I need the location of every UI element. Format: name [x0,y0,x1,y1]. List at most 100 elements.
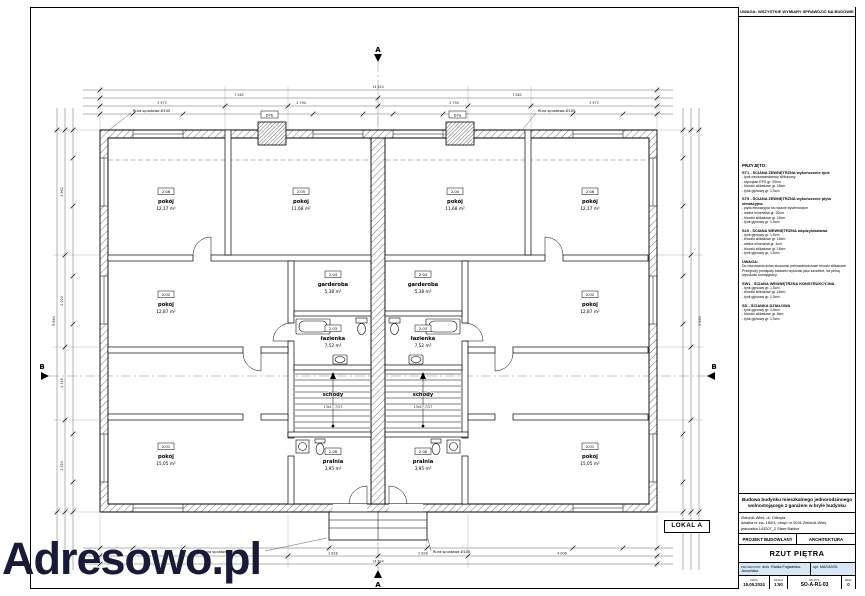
dim-value: 3 962 [60,187,64,196]
svg-text:12,87 m²: 12,87 m² [580,309,600,315]
legend-title: PRZYJĘTO: [742,163,767,168]
svg-text:15,05 m²: 15,05 m² [156,461,176,467]
axis-markers: A A B B [39,46,716,589]
svg-text:pokój: pokój [582,301,598,308]
svg-text:2.06: 2.06 [162,189,171,194]
svg-text:pokój: pokój [447,198,463,205]
tag-d7b: D7b [266,113,274,118]
stairs-note-left: 13x17,7/27 [324,405,343,409]
svg-text:2.08: 2.08 [419,449,428,454]
right-panel: UWAGA: WSZYSTKIE WYMIARY SPRAWDZIĆ NA BU… [738,7,855,589]
svg-text:pokój: pokój [158,453,174,460]
interior-walls [107,129,649,505]
legend-item: UWAGA:Do murowania ścian stosować pełnow… [742,258,847,278]
axis-b-left-icon [41,372,49,380]
svg-text:garderoba: garderoba [408,282,439,288]
axis-b-right-icon [707,372,715,380]
svg-text:pokój: pokój [158,198,174,205]
svg-text:15,05 m²: 15,05 m² [580,461,600,467]
axis-a-top-icon [374,54,382,62]
project-title: Budowa budynku mieszkalnego jednorodzinn… [739,494,855,514]
chimney-left [257,121,287,146]
project-location: Zielonki-Wieś, ul. Odkryta działka nr ew… [739,513,855,534]
svg-text:2.05: 2.05 [297,189,306,194]
bathroom-fixtures [295,317,461,455]
sheet-frame [30,7,856,589]
axis-a-top-label: A [375,46,381,54]
chimney-right [445,121,475,146]
branch-label: ARCHITEKTURA [808,536,844,542]
stage-label: PROJEKT BUDOWLANY [739,534,797,544]
drawing-number-cell: NR RYS.SO-A-R1-03 [788,576,842,589]
svg-text:2.05: 2.05 [451,189,460,194]
svg-text:11,68 m²: 11,68 m² [445,206,465,212]
dim-value: 2 790 [296,101,305,105]
stairs-left [295,372,370,429]
room-label: schody [412,391,434,398]
svg-text:pralnia: pralnia [413,459,434,465]
svg-text:2.02: 2.02 [162,292,171,297]
svg-text:2.01: 2.01 [162,444,171,449]
svg-text:pokój: pokój [293,198,309,205]
legend-item: ST1 - ŚCIANA ZEWNĘTRZNA wykończenie tynk… [742,170,830,193]
doors [192,236,564,505]
dim-value: 3 975 [589,101,598,105]
svg-text:2.03: 2.03 [419,326,428,331]
dim-value: 14 524 [372,85,384,89]
downspout-label: Rura spustowa Ø100 [538,108,576,113]
svg-text:5,38 m²: 5,38 m² [325,289,342,295]
revision-cell: REW.0 [844,577,853,587]
svg-text:3,95 m²: 3,95 m² [415,466,432,472]
svg-text:2.08: 2.08 [329,449,338,454]
stairs-note-right: 13x17,7/27 [414,405,433,409]
legend-item: SD - ŚCIANKA DZIAŁOWA- tynk gipsowy gr. … [742,302,791,321]
dim-value: 3 975 [157,101,166,105]
svg-text:7,52 m²: 7,52 m² [415,343,432,349]
svg-text:pokój: pokój [158,301,174,308]
dim-value: 7 262 [234,93,243,97]
axis-b-left-label: B [39,363,44,371]
downspout-label: Rura spustowa Ø100 [133,108,171,113]
dim-value: 4 008 [189,552,198,556]
balcony-door-left [333,504,367,512]
balcony-door-right [389,504,423,512]
wall-legend: PRZYJĘTO: ST1 - ŚCIANA ZEWNĘTRZNA wykońc… [739,163,855,324]
svg-text:pokój: pokój [582,198,598,205]
porch [328,511,428,541]
svg-text:łazienka: łazienka [320,336,346,342]
svg-text:pokój: pokój [582,453,598,460]
designer-cert: upr. MA/042/05 [813,565,838,569]
svg-text:2.06: 2.06 [586,189,595,194]
party-wall [370,137,386,505]
axis-a-bottom-icon [374,570,382,578]
dim-value: 7 262 [512,93,521,97]
downspout-annotations: Rura spustowa Ø100 Rura spustowa Ø100 Ru… [108,108,576,554]
dim-value: 2 920 [60,461,64,470]
axis-b-right-label: B [711,363,716,371]
svg-text:schody: schody [413,392,434,398]
room-label: schody [322,391,344,398]
dim-value: 2 828 [418,552,427,556]
stairs-right [386,372,461,429]
downspout-label: Rura spustowa Ø100 [203,549,241,554]
legend-item: ST9 - ŚCIANA ZEWNĘTRZNA wykończenie płyt… [742,196,831,225]
svg-text:2.03: 2.03 [329,326,338,331]
downspout-label: Rura spustowa Ø100 [433,549,471,554]
svg-text:12,17 m²: 12,17 m² [580,206,600,212]
svg-text:12,87 m²: 12,87 m² [156,309,176,315]
svg-text:5,38 m²: 5,38 m² [415,289,432,295]
svg-text:schody: schody [323,392,344,398]
svg-text:12,17 m²: 12,17 m² [156,206,176,212]
svg-text:garderoba: garderoba [318,282,349,288]
lokal-a-label: LOKAL A [664,520,710,533]
